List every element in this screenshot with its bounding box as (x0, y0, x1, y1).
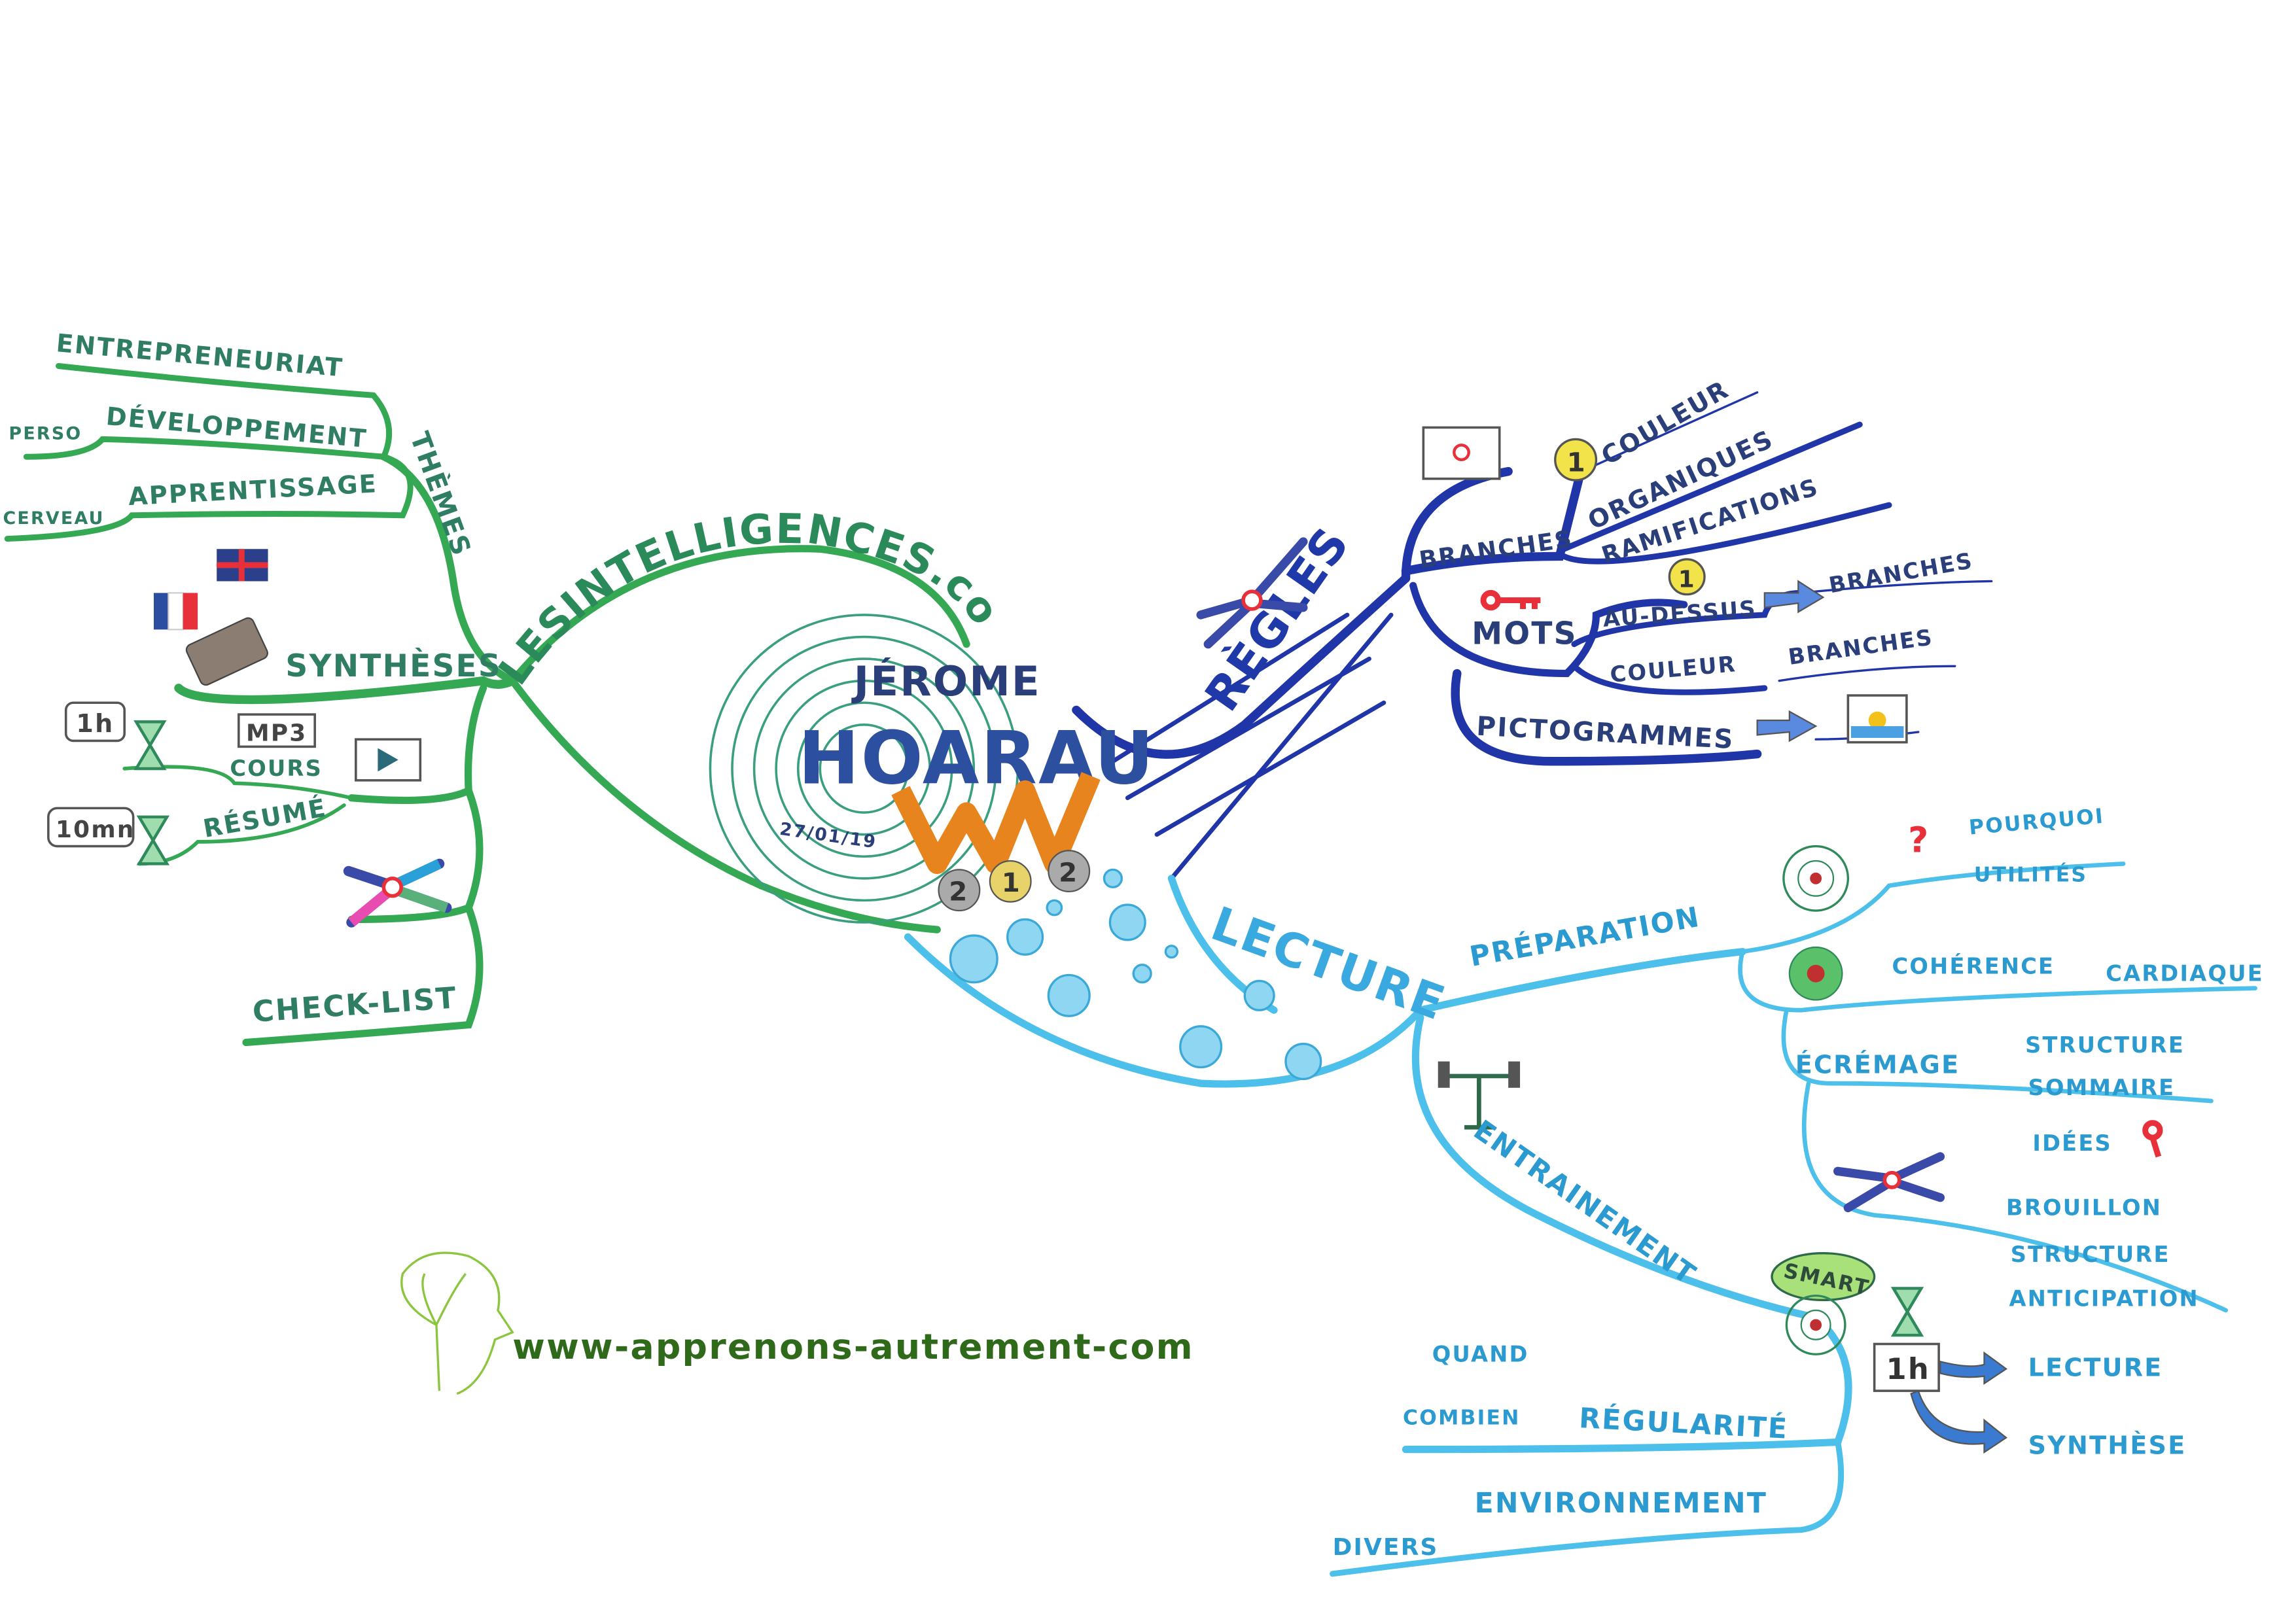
cerveau-label: CERVEAU (3, 508, 104, 529)
themes-label: THÈMES (404, 428, 478, 561)
light-blue-branch-lines (904, 862, 2257, 1577)
cours-time: 1h (76, 709, 114, 738)
lecture-target-label: LECTURE (2028, 1353, 2163, 1382)
brouillon-label: BROUILLON (2006, 1195, 2162, 1221)
entrainement-label: ENTRAINEMENT (1468, 1114, 1702, 1291)
training-time: 1h (1886, 1352, 1930, 1386)
ecremage-label: ÉCRÉMAGE (1795, 1050, 1960, 1079)
pictogrammes-label: PICTOGRAMMES (1475, 712, 1735, 756)
brain-tree-logo (400, 1251, 514, 1395)
flags-book-icon (153, 549, 268, 686)
bubbles-decoration (949, 868, 1322, 1081)
resume-time-badge (47, 807, 135, 848)
medal-silver: 2 (949, 877, 968, 907)
mots-number: 1 (1678, 566, 1696, 593)
arrow-icon (1910, 1389, 2007, 1454)
au-dessus-label: AU-DESSUS (1602, 596, 1757, 632)
apprentissage-label: APPRENTISSAGE (128, 469, 378, 511)
structure-label: STRUCTURE (2025, 1032, 2185, 1058)
arrow-icon (1939, 1351, 2008, 1386)
medals: 2 1 2 (938, 850, 1091, 912)
lecture-label: LECTURE (1205, 896, 1453, 1031)
mp3-label: MP3 (246, 720, 307, 746)
couleur-mots-label: COULEUR (1609, 651, 1737, 688)
brainstorm-figures-icon (343, 858, 452, 928)
branches-label: BRANCHES (1417, 526, 1574, 574)
brainstorm-figures-icon (1833, 1152, 1945, 1213)
number-one-badge (1554, 438, 1598, 481)
mots-label: MOTS (1472, 616, 1578, 652)
quand-label: QUAND (1432, 1341, 1529, 1367)
medal-bronze: 2 (1059, 858, 1078, 888)
hourglass-icon (1890, 1287, 1924, 1337)
key-icon (1480, 589, 1541, 611)
target-icon (1782, 845, 1850, 912)
website-link[interactable]: www-apprenons-autrement-com (512, 1326, 1194, 1367)
mp3-badge (238, 713, 316, 748)
utilites-label: UTILITÉS (1974, 862, 2087, 886)
blue-branch-lines (1072, 391, 1993, 881)
idees-label: IDÉES (2032, 1130, 2112, 1156)
combien-label: COMBIEN (1403, 1406, 1521, 1430)
cardiaque-label: CARDIAQUE (2106, 960, 2264, 986)
arrow-icon (1756, 710, 1818, 742)
structure-brouillon-label: STRUCTURE (2011, 1242, 2170, 1267)
hourglass-icon (133, 720, 167, 771)
syntheses-label: SYNTHÈSES (285, 648, 502, 684)
sommaire-label: SOMMAIRE (2028, 1075, 2176, 1100)
resume-time: 10mn (56, 816, 135, 843)
perso-label: PERSO (9, 423, 82, 444)
weightlifter-icon (1438, 1061, 1521, 1130)
au-dessus-target: BRANCHES (1827, 548, 1975, 598)
synthese-target-label: SYNTHÈSE (2028, 1431, 2187, 1459)
regularite-label: RÉGULARITÉ (1578, 1401, 1789, 1446)
medal-gold: 1 (1002, 868, 1021, 898)
checklist-label: CHECK-LIST (251, 980, 458, 1029)
blank-page-icon (1422, 426, 1501, 480)
pourquoi-label: POURQUOI (1968, 805, 2106, 840)
environnement-label: ENVIRONNEMENT (1475, 1488, 1767, 1520)
arrow-icon (1763, 580, 1825, 614)
cours-label: COURS (230, 756, 323, 781)
coherence-label: COHÉRENCE (1892, 952, 2055, 979)
regles-figures-icon (1196, 537, 1308, 649)
center-last-name: HOARAU (798, 716, 1156, 801)
target-icon (1788, 946, 1843, 1001)
key-icon (2142, 1120, 2163, 1158)
training-time-badge (1873, 1342, 1940, 1392)
play-button-icon (355, 738, 422, 782)
branches-number: 1 (1567, 448, 1587, 478)
question-mark-icon: ? (1908, 820, 1930, 861)
target-icon (1785, 1294, 1846, 1355)
sunset-picture-icon (1846, 694, 1908, 744)
green-branch-lines (4, 363, 1019, 1047)
couleur-mots-target: BRANCHES (1787, 624, 1935, 670)
cours-time-badge (64, 701, 126, 742)
divers-label: DIVERS (1333, 1534, 1439, 1561)
entrepreneuriat-label: ENTREPRENEURIAT (55, 328, 344, 382)
number-one-badge (1668, 558, 1706, 596)
smart-badge (1771, 1252, 1876, 1302)
center-first-name: JÉROME (851, 657, 1041, 705)
anticipation-label: ANTICIPATION (2009, 1285, 2199, 1311)
hourglass-icon (136, 815, 170, 865)
